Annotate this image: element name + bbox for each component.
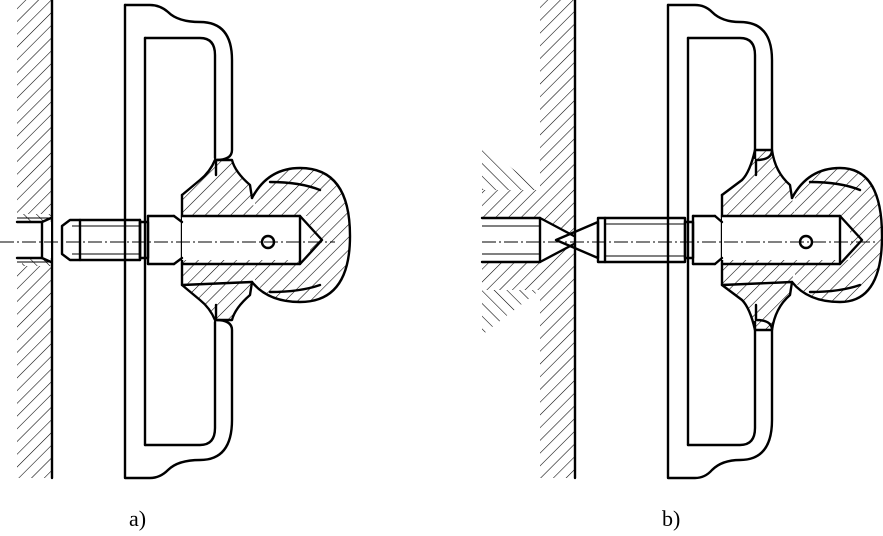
hub-section-a (180, 158, 352, 322)
figure-b (480, 0, 883, 480)
figure-label-a: a) (129, 506, 147, 531)
figure-a (0, 0, 352, 480)
hub-section-b (720, 148, 883, 332)
mold-plate-a (15, 0, 54, 480)
threaded-pin-a (60, 214, 324, 266)
mold-plate-b (480, 0, 577, 480)
figure-label-b: b) (662, 506, 681, 531)
conical-pin-b (554, 214, 864, 266)
